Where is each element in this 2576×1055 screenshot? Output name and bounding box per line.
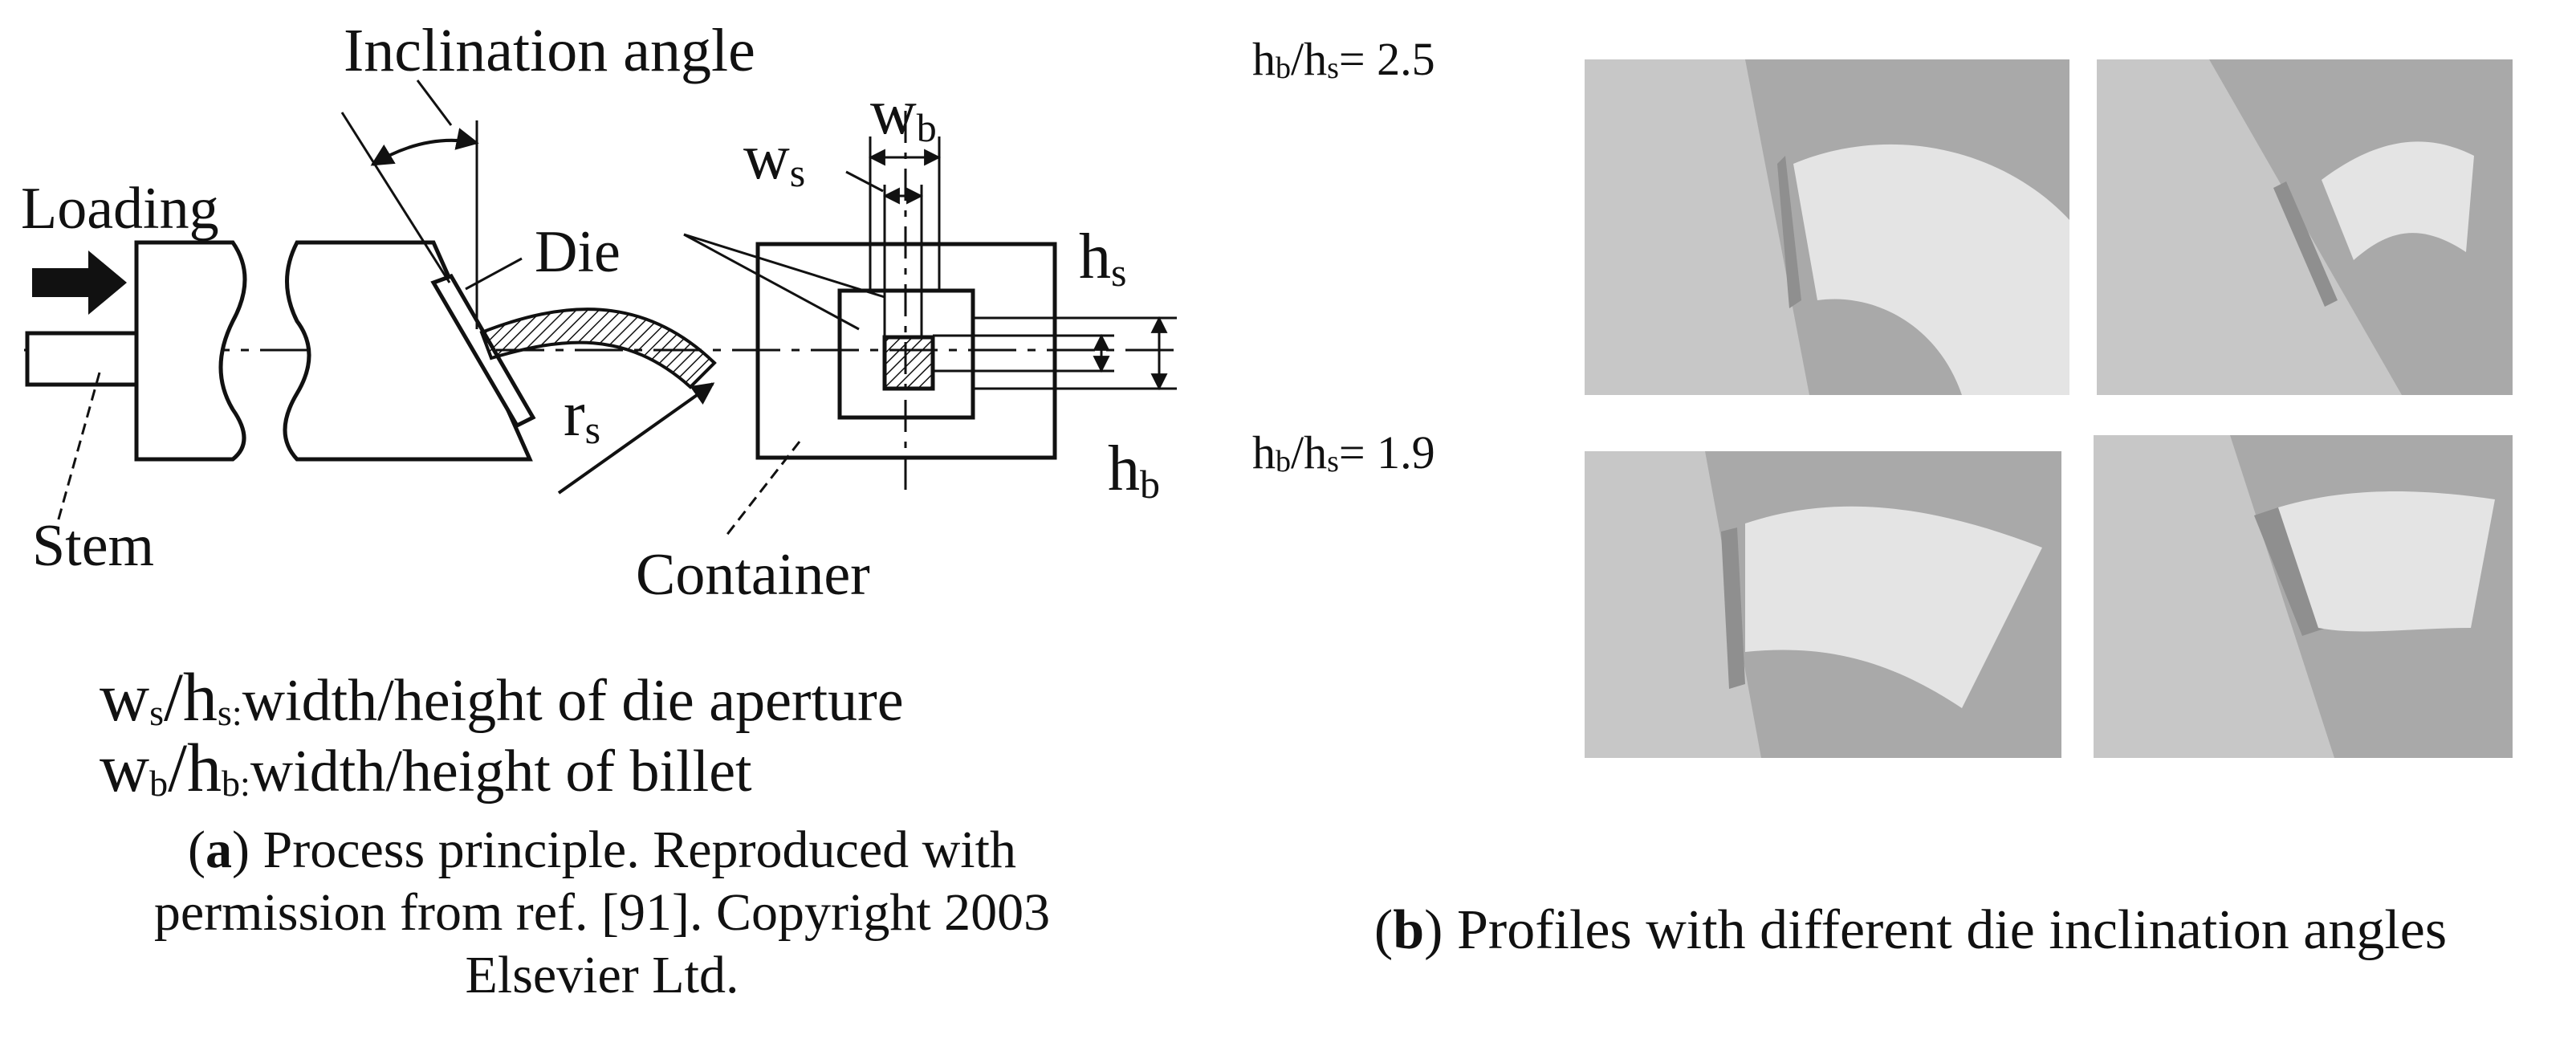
caption-b: (b) Profiles with different die inclinat… — [1373, 899, 2448, 961]
stem-label: Stem — [32, 513, 154, 579]
photo-ratio-2-5-large-angle — [2097, 59, 2513, 395]
ratio-label-top: hb/hs= 2.5 — [1252, 33, 1435, 85]
press-block — [134, 240, 247, 462]
legend-die-aperture: ws/hs:width/height of die aperture — [100, 658, 904, 735]
die-leader-2 — [683, 233, 860, 331]
caption-a-line3: Elsevier Ltd. — [465, 946, 739, 1004]
loading-arrow — [32, 251, 127, 315]
hb-label: hb — [1108, 434, 1160, 507]
container-label: Container — [636, 542, 870, 608]
stem-shape — [25, 331, 142, 387]
inclination-leader — [416, 79, 453, 126]
wb-label: wb — [870, 77, 937, 150]
ws-label: ws — [743, 122, 805, 195]
caption-a-line2: permission from ref. [91]. Copyright 200… — [153, 883, 1051, 942]
die-label: Die — [535, 219, 621, 285]
ws-leader — [845, 170, 884, 193]
curved-profile — [479, 308, 717, 389]
stem-leader — [56, 372, 101, 523]
container-leader — [724, 441, 801, 537]
die-aperture — [882, 335, 935, 391]
billet-shape — [283, 240, 533, 462]
inclination-angle-label: Inclination angle — [344, 17, 755, 84]
inclination-angle-arc — [370, 128, 479, 166]
caption-a-line1: (a) Process principle. Reproduced with — [188, 821, 1016, 879]
legend-billet: wb/hb:width/height of billet — [100, 729, 752, 806]
inclination-line-die — [340, 112, 451, 283]
loading-label: Loading — [21, 176, 219, 242]
die-leader-1 — [465, 257, 523, 291]
ratio-label-bottom: hb/hs= 1.9 — [1252, 426, 1435, 479]
photo-ratio-2-5-small-angle — [1585, 59, 2069, 395]
process-schematic — [24, 79, 1180, 537]
die-leader-3 — [683, 233, 885, 299]
hs-label: hs — [1079, 222, 1126, 295]
photo-ratio-1-9-small-angle — [1585, 451, 2061, 758]
radius-arrow — [557, 382, 715, 495]
photo-ratio-1-9-large-angle — [2094, 435, 2513, 758]
radius-label: rs — [564, 379, 600, 452]
die-plate — [430, 273, 536, 429]
caption-a: (a) Process principle. Reproduced with p… — [16, 819, 1188, 1007]
